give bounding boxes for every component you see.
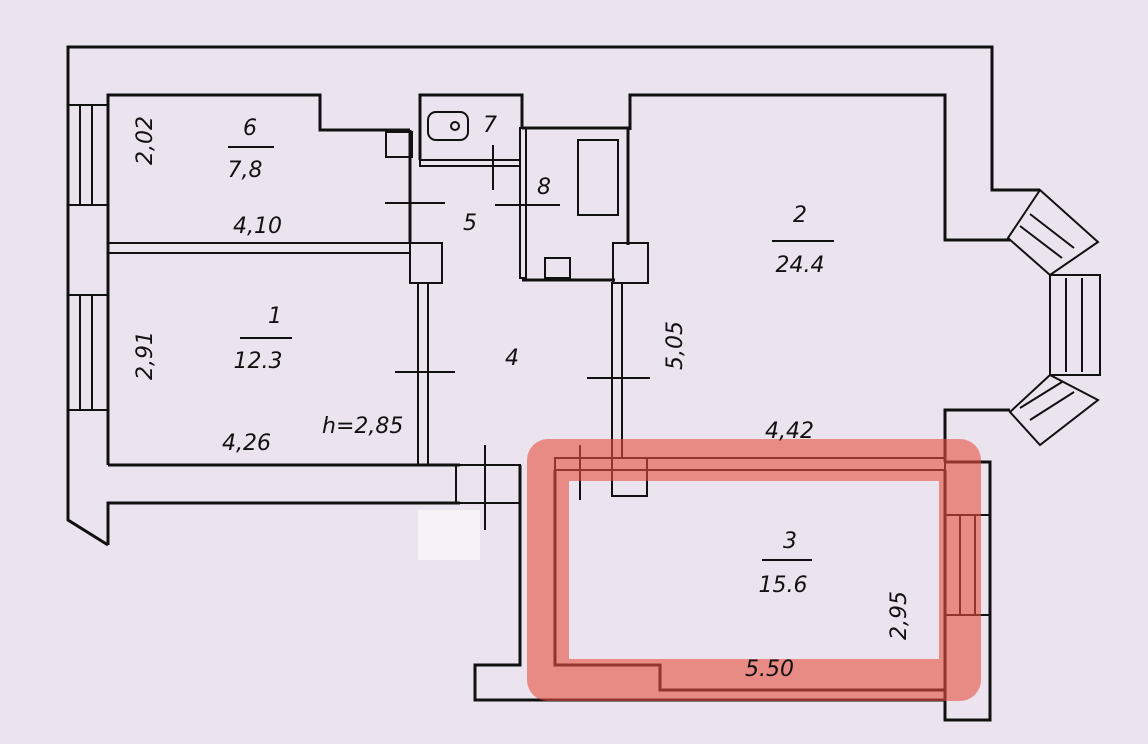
room-1-number: 1 [268, 304, 282, 329]
bay-window [1006, 188, 1101, 447]
room-6-area: 7,8 [228, 158, 263, 183]
dim-room3-height: 2,95 [887, 591, 912, 640]
room-4-number: 4 [505, 346, 519, 371]
dim-room6-width: 4,10 [233, 214, 282, 239]
dim-ceiling-height: h=2,85 [322, 414, 403, 439]
room-6-number: 6 [243, 116, 257, 141]
room-8-number: 8 [537, 175, 551, 200]
room-1-area: 12.3 [234, 349, 283, 374]
dim-room3-width: 5.50 [745, 657, 794, 682]
room-labels: 6 7,8 1 12.3 2 24.4 3 15.6 4 5 7 8 [228, 113, 834, 598]
room-3-number: 3 [783, 529, 797, 554]
dim-room2-width: 4,42 [765, 419, 814, 444]
room-7-number: 7 [483, 113, 497, 138]
blur-patch [418, 510, 480, 560]
dimension-labels: 2,02 4,10 2,91 4,26 h=2,85 5,05 4,42 2,9… [133, 116, 912, 682]
dim-room2-depth: 5,05 [663, 321, 688, 370]
room-2-area: 24.4 [776, 253, 825, 278]
dim-room6-height: 2,02 [133, 116, 158, 165]
room-5-number: 5 [463, 211, 477, 236]
room-3-area: 15.6 [759, 573, 808, 598]
room-2-number: 2 [793, 203, 807, 228]
dim-room1-height: 2,91 [133, 331, 158, 380]
room-3-highlight [527, 439, 981, 701]
dim-room1-width: 4,26 [222, 431, 271, 456]
